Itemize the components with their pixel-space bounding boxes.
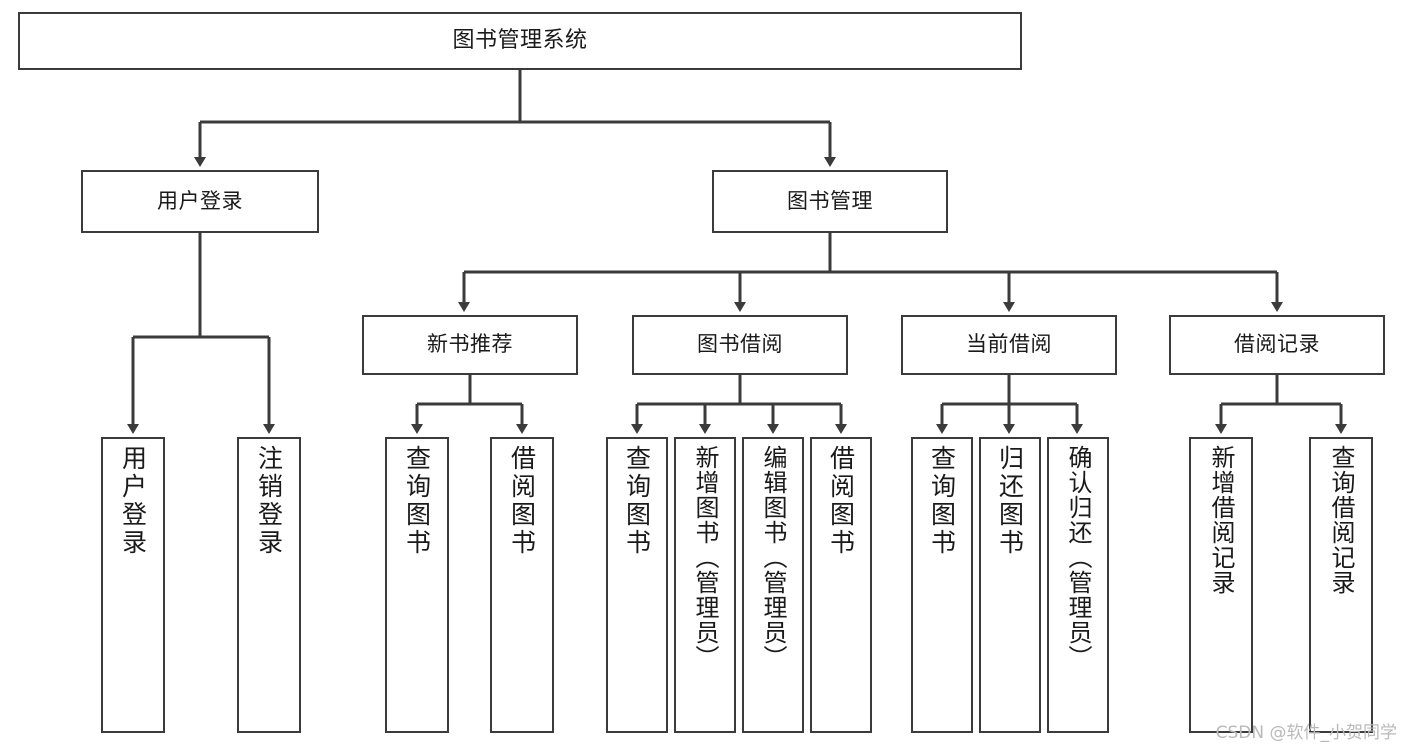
- node-leaf-query-book-current[interactable]: 查询图书: [911, 437, 973, 733]
- node-label: 当前借阅: [966, 332, 1052, 357]
- node-label: 查询借阅记录: [1327, 445, 1355, 595]
- node-label: 新增借阅记录: [1207, 445, 1235, 595]
- node-leaf-query-borrow-record[interactable]: 查询借阅记录: [1309, 437, 1373, 733]
- node-leaf-query-book-borrow[interactable]: 查询图书: [606, 437, 668, 733]
- node-label: 查询图书: [402, 445, 432, 557]
- node-label: 图书管理系统: [452, 27, 588, 53]
- node-label: 用户登录: [118, 445, 148, 557]
- node-label: 确认归还（管理员）: [1064, 445, 1092, 670]
- node-label: 借阅图书: [507, 445, 537, 557]
- node-leaf-user-login[interactable]: 用户登录: [101, 437, 165, 733]
- node-leaf-borrow-book[interactable]: 借阅图书: [810, 437, 872, 733]
- node-borrow-record[interactable]: 借阅记录: [1169, 315, 1385, 375]
- node-leaf-logout[interactable]: 注销登录: [237, 437, 301, 733]
- node-new-book-recommend[interactable]: 新书推荐: [362, 315, 578, 375]
- node-label: 图书管理: [787, 188, 873, 213]
- node-leaf-confirm-return-admin[interactable]: 确认归还（管理员）: [1047, 437, 1109, 733]
- node-leaf-add-borrow-record[interactable]: 新增借阅记录: [1189, 437, 1253, 733]
- node-leaf-add-book-admin[interactable]: 新增图书（管理员）: [674, 437, 736, 733]
- node-label: 查询图书: [622, 445, 652, 557]
- node-book-management[interactable]: 图书管理: [712, 170, 948, 233]
- node-label: 注销登录: [254, 445, 284, 557]
- node-label: 借阅图书: [826, 445, 856, 557]
- node-label: 新书推荐: [427, 332, 513, 357]
- csdn-watermark: CSDN @软件_小贺同学: [1215, 723, 1397, 743]
- node-label: 借阅记录: [1234, 332, 1320, 357]
- node-leaf-edit-book-admin[interactable]: 编辑图书（管理员）: [742, 437, 804, 733]
- node-label: 编辑图书（管理员）: [759, 445, 787, 670]
- node-label: 归还图书: [995, 445, 1025, 557]
- node-leaf-borrow-book-recommend[interactable]: 借阅图书: [490, 437, 554, 733]
- node-label: 用户登录: [157, 188, 243, 213]
- node-user-login[interactable]: 用户登录: [81, 170, 319, 233]
- node-label: 新增图书（管理员）: [691, 445, 719, 670]
- node-leaf-return-book[interactable]: 归还图书: [979, 437, 1041, 733]
- node-label: 图书借阅: [697, 332, 783, 357]
- node-book-management-system[interactable]: 图书管理系统: [18, 12, 1022, 70]
- node-leaf-query-book-recommend[interactable]: 查询图书: [385, 437, 449, 733]
- node-label: 查询图书: [927, 445, 957, 557]
- node-book-borrow[interactable]: 图书借阅: [632, 315, 848, 375]
- node-current-borrow[interactable]: 当前借阅: [901, 315, 1117, 375]
